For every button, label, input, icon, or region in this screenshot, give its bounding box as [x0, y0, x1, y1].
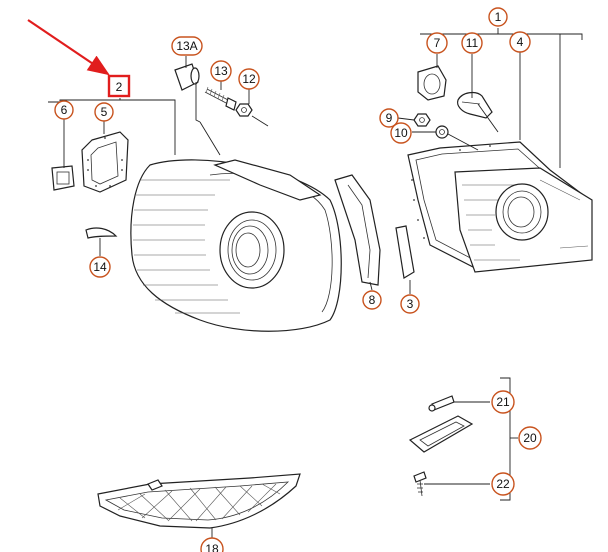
callout-18[interactable]: 18: [200, 537, 224, 552]
callout-18-label: 18: [205, 542, 219, 552]
callout-8-label: 8: [369, 293, 376, 307]
callout-3[interactable]: 3: [400, 294, 420, 314]
callout-2[interactable]: 2: [107, 74, 131, 98]
callout-7[interactable]: 7: [426, 32, 448, 54]
callout-3-label: 3: [407, 297, 414, 311]
callout-20[interactable]: 20: [518, 426, 542, 450]
callout-22[interactable]: 22: [491, 472, 515, 496]
rear-reflector-part-18: [97, 473, 301, 529]
nut-part-12: [235, 103, 253, 117]
callout-9-label: 9: [386, 111, 393, 125]
reflector-strip-part-8: [334, 174, 381, 286]
callout-10-label: 10: [394, 126, 408, 140]
fastener-part-13a: [174, 63, 200, 91]
highlight-arrow: [27, 19, 110, 76]
callout-13[interactable]: 13: [210, 60, 232, 82]
outer-tail-lamp: [130, 159, 342, 332]
inner-tail-lamp: [407, 141, 593, 273]
callout-8[interactable]: 8: [362, 290, 382, 310]
reflector-part-3: [395, 225, 415, 279]
bulb-part-11: [457, 91, 493, 119]
callout-13a-label: 13A: [176, 39, 197, 53]
licence-lamp-part-20: [408, 415, 474, 453]
callout-12[interactable]: 12: [238, 68, 260, 90]
callout-21-label: 21: [496, 395, 510, 409]
callout-1-label: 1: [495, 10, 502, 24]
washer-part-10: [435, 125, 449, 139]
callout-9[interactable]: 9: [379, 108, 399, 128]
callout-5-label: 5: [101, 105, 108, 119]
callout-1[interactable]: 1: [488, 7, 508, 27]
bulb-part-21: [428, 395, 455, 412]
cover-part-6: [51, 165, 75, 191]
bulb-holder-part-7: [417, 65, 447, 101]
callout-14[interactable]: 14: [89, 256, 111, 278]
callout-22-label: 22: [496, 477, 510, 491]
nut-part-9: [413, 113, 431, 127]
callout-5[interactable]: 5: [94, 102, 114, 122]
callout-10[interactable]: 10: [390, 122, 412, 144]
screw-part-22: [413, 471, 427, 497]
callout-6[interactable]: 6: [54, 100, 74, 120]
callout-13a[interactable]: 13A: [171, 36, 203, 56]
callout-14-label: 14: [93, 260, 107, 274]
callout-7-label: 7: [434, 36, 441, 50]
callout-21[interactable]: 21: [491, 390, 515, 414]
callout-13-label: 13: [214, 64, 228, 78]
callout-11-label: 11: [466, 36, 479, 50]
trim-part-14: [85, 227, 118, 239]
gasket-part-5: [81, 131, 129, 193]
callout-6-label: 6: [61, 103, 68, 117]
screw-part-13: [204, 86, 237, 111]
callout-11[interactable]: 11: [461, 32, 483, 54]
callout-20-label: 20: [523, 431, 537, 445]
callout-2-label: 2: [116, 80, 123, 94]
callout-4[interactable]: 4: [509, 31, 531, 53]
callout-4-label: 4: [517, 35, 524, 49]
callout-12-label: 12: [242, 72, 256, 86]
